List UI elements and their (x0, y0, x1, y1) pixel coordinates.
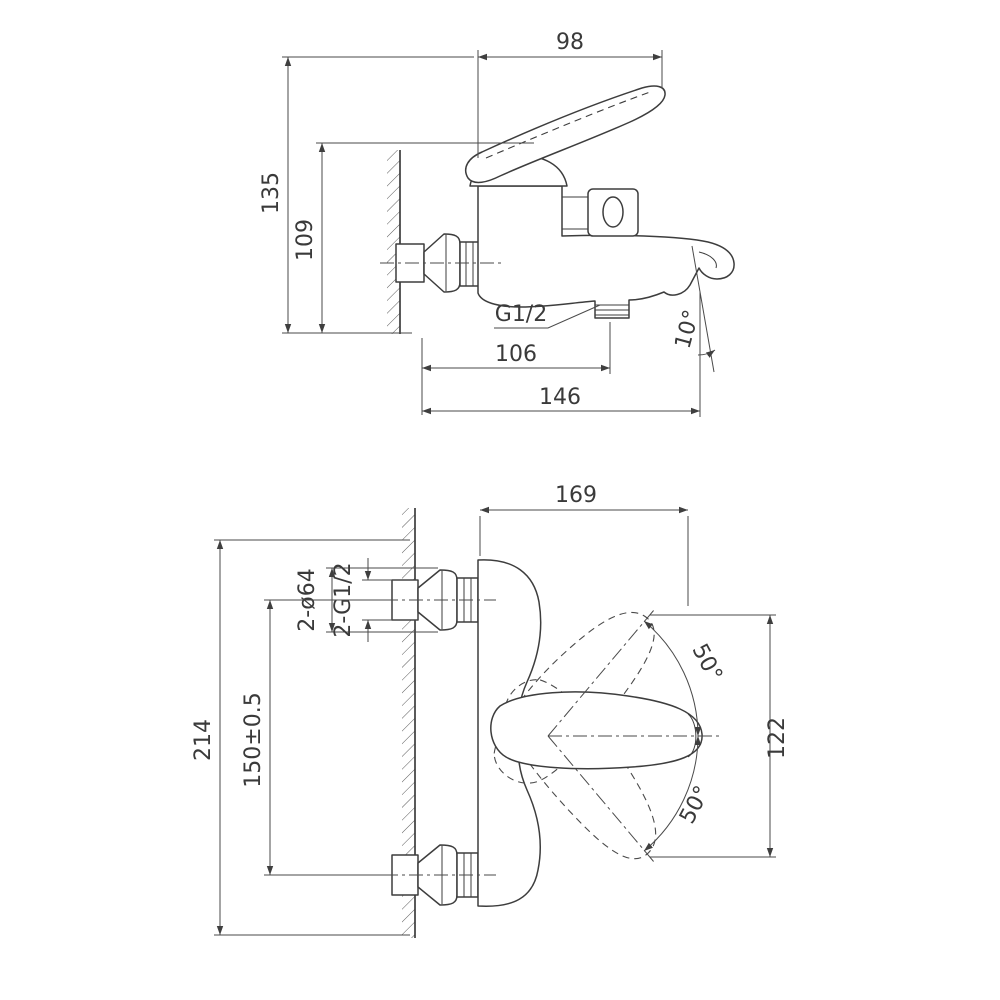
nut-facets (465, 242, 474, 286)
dim-shower-outlet-offset: 106 (421, 322, 611, 415)
front-view: 50° 50° 169 2-ø64 2-G1/2 214 (191, 483, 790, 938)
lever-ghost-up (493, 611, 655, 784)
spout-tip-detail (698, 251, 717, 269)
dim-overall-reach: 169 (479, 483, 689, 606)
dim-spout-reach: 146 (422, 292, 701, 417)
dim-overall-height: 135 (259, 56, 474, 334)
diverter-stem (562, 196, 588, 230)
wall-hatch (387, 150, 400, 334)
dim-lever-swing-height: 122 (650, 614, 790, 858)
lever-hidden-line (485, 91, 651, 159)
diverter-ring (602, 196, 624, 228)
dim-135-label: 135 (259, 172, 284, 214)
connection-nut (459, 241, 481, 287)
side-view: 98 135 109 G1/2 106 146 (259, 30, 735, 417)
dim-169-label: 169 (555, 483, 597, 508)
dim-214-label: 214 (191, 719, 216, 761)
dim-body-height: 109 (293, 142, 534, 333)
dim-overall-height-front: 214 (191, 539, 410, 936)
lever-front (490, 691, 703, 770)
thread-callout: G1/2 (494, 302, 601, 329)
dim-50down-label: 50° (675, 782, 715, 828)
dim-122-label: 122 (765, 717, 790, 759)
mixer-body-spout (477, 185, 735, 319)
dim-150-label: 150±0.5 (241, 692, 266, 787)
dim-50up-label: 50° (687, 640, 727, 686)
dim-inlet-centers: 150±0.5 (241, 599, 390, 876)
dim-146-label: 146 (539, 385, 581, 410)
dim-lever-length: 98 (477, 30, 663, 158)
dim-109-label: 109 (293, 219, 318, 261)
shower-outlet-thread (595, 304, 629, 316)
dim-98-label: 98 (556, 30, 584, 55)
centerline-lever-down (547, 735, 655, 863)
centerline-lever-up (547, 609, 655, 737)
lever-handle (464, 85, 666, 184)
thread-g12-label: G1/2 (495, 302, 547, 327)
dim-106-label: 106 (495, 342, 537, 367)
